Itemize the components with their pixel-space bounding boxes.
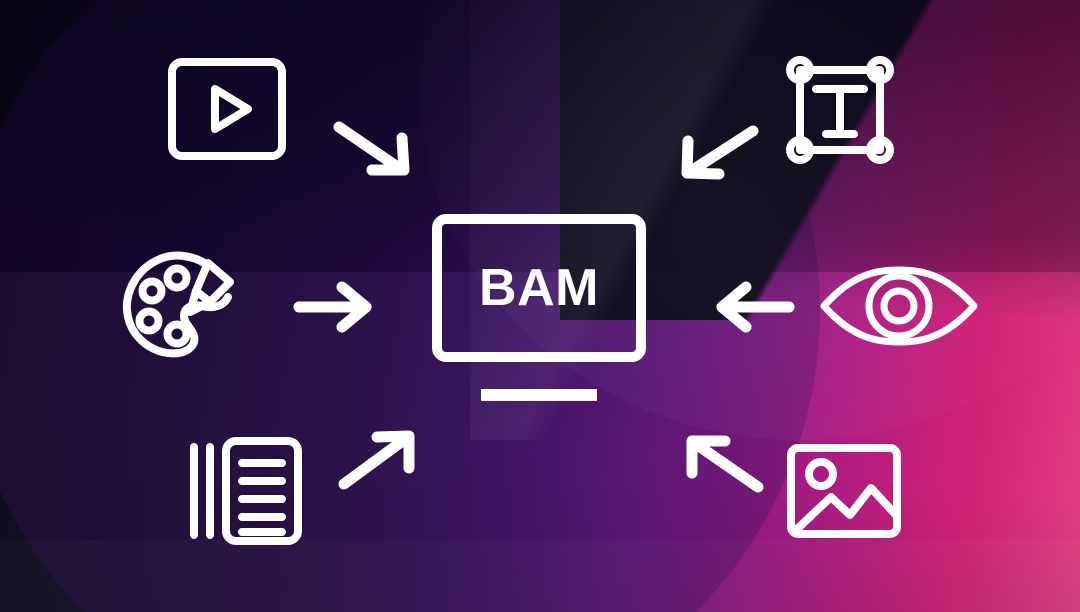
arrow-up-left-icon — [680, 431, 766, 497]
image-photo-icon — [786, 443, 902, 539]
eye-icon — [818, 264, 980, 348]
center-label: BAM — [479, 259, 599, 317]
arrow-left-icon — [712, 281, 796, 333]
background-band-bottom — [0, 540, 1080, 612]
monitor-screen: BAM — [432, 214, 646, 362]
documents-icon — [184, 437, 302, 545]
arrow-right-icon — [292, 281, 376, 333]
arrow-up-right-icon — [336, 427, 422, 493]
monitor-stand — [481, 389, 597, 401]
text-tool-icon — [786, 56, 894, 164]
video-play-icon — [168, 58, 286, 160]
arrow-down-left-icon — [676, 123, 762, 185]
arrow-down-right-icon — [330, 118, 416, 182]
monitor-icon: BAM — [432, 214, 646, 362]
palette-brush-icon — [118, 250, 240, 362]
background-diagonal-wedge — [560, 0, 1080, 320]
